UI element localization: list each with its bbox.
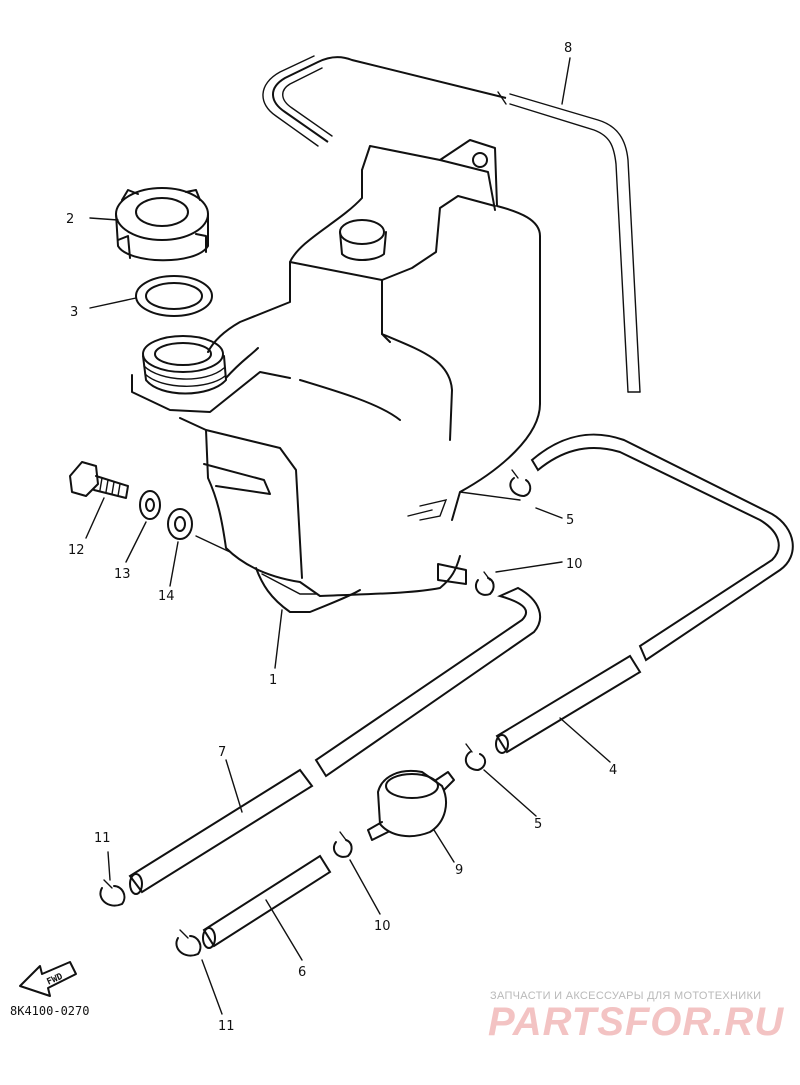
label-part-5-upper: 5 [566,513,574,528]
label-part-8: 8 [564,41,572,56]
clamp-5-lower[interactable] [464,743,486,771]
label-part-12: 12 [68,543,85,558]
clip-10-lower[interactable] [332,831,353,858]
label-part-3: 3 [70,305,78,320]
label-part-11-lower: 11 [218,1019,235,1034]
washer-13[interactable] [139,490,161,520]
label-part-14: 14 [158,589,175,604]
label-part-5-lower: 5 [534,817,542,832]
breather-hose-8[interactable] [262,55,641,393]
label-part-7: 7 [218,745,226,760]
leader-lines [85,57,611,1015]
label-part-9: 9 [455,863,463,878]
tank-cap[interactable] [115,187,209,262]
label-part-1: 1 [269,673,277,688]
label-part-13: 13 [114,567,131,582]
diagram-code: 8K4100-0270 [10,1004,89,1018]
label-part-11-upper: 11 [94,831,111,846]
washer-14[interactable] [167,508,193,540]
fwd-arrow: FWD [19,961,77,997]
label-part-6: 6 [298,965,306,980]
hose-4[interactable] [495,433,794,754]
watermark-brand: PARTSFOR.RU [488,1000,785,1044]
label-part-2: 2 [66,212,74,227]
watermark-caption: ЗАПЧАСТИ И АКСЕССУАРЫ ДЛЯ МОТОТЕХНИКИ [490,990,762,1002]
hose-7[interactable] [128,586,542,895]
bolt-12[interactable] [69,461,129,499]
reservoir-tank[interactable] [131,139,541,613]
clip-11-lower[interactable] [175,929,202,957]
filter-9[interactable] [367,770,455,841]
callout-labels: 1 2 3 4 5 5 6 7 8 9 10 10 11 11 12 13 14 [66,41,617,1034]
cap-gasket[interactable] [135,275,213,317]
clip-10-upper[interactable] [474,571,495,596]
clamp-5-upper[interactable] [509,469,532,497]
label-part-10-upper: 10 [566,557,583,572]
label-part-10-lower: 10 [374,919,391,934]
clip-11-upper[interactable] [99,879,126,907]
label-part-4: 4 [609,763,617,778]
